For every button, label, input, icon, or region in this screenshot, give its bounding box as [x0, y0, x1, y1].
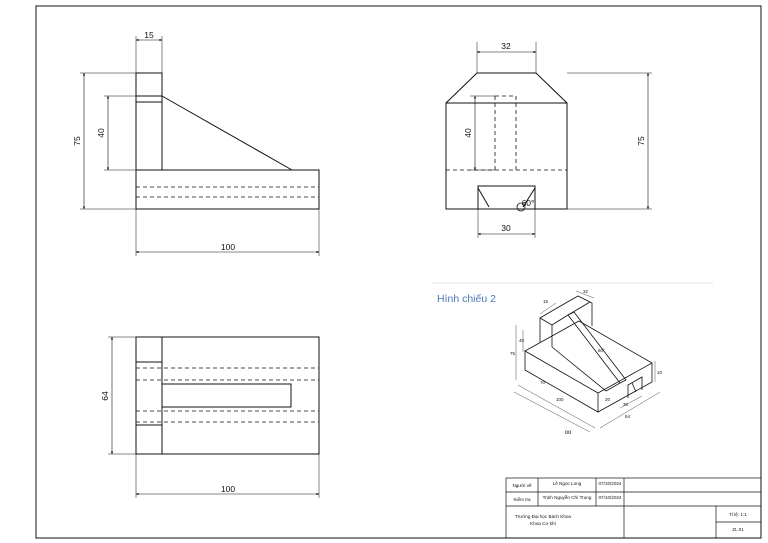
title-block	[505, 477, 762, 539]
iso-dim-label: 60°	[598, 348, 605, 353]
iso-dim-label: 100	[556, 397, 564, 402]
iso-dim-label: 70	[540, 380, 546, 385]
top-dim-100: 100	[221, 484, 235, 494]
side-dim-32: 32	[501, 41, 511, 51]
side-outline	[445, 72, 568, 210]
front-dim-15: 15	[144, 30, 154, 40]
side-dim-75: 75	[636, 136, 646, 146]
tb-drawn-name: Lê Ngọc Long	[553, 481, 582, 486]
tb-drawn-date: 07/10/2024	[599, 481, 622, 486]
side-slot	[477, 185, 536, 209]
iso-drawing	[524, 295, 653, 413]
sheet-border	[35, 5, 762, 539]
tb-sheet-no: ZL 01	[732, 527, 744, 532]
front-upright	[135, 72, 163, 171]
tb-school: Trường Đại học Bách Khoa	[515, 514, 571, 519]
front-base	[135, 169, 320, 210]
iso-dims	[513, 290, 661, 433]
iso-dim-label: 75	[510, 351, 516, 356]
top-view	[108, 336, 320, 498]
iso-caption: oo	[565, 430, 572, 436]
top-slot	[161, 383, 292, 408]
iso-dim-label: 32	[583, 289, 589, 294]
iso-upright	[539, 295, 593, 342]
side-dim-40: 40	[463, 128, 473, 138]
iso-dim-label: 40	[519, 338, 525, 343]
iso-dim-label: 15	[543, 299, 549, 304]
iso-rib	[551, 314, 621, 392]
tb-faculty: Khoa Cơ khí	[530, 521, 556, 526]
tb-checked-label: Kiểm tra	[513, 496, 531, 502]
iso-inset: Hình chiếu 2 15	[432, 282, 713, 441]
tb-checked-name: Trịnh Nguyễn Chí Trung	[543, 494, 592, 500]
iso-slot	[627, 376, 643, 398]
side-view	[445, 42, 652, 238]
top-dim-64: 64	[100, 391, 110, 401]
tb-scale: Tỉ lệ: 1:1	[729, 511, 747, 517]
iso-dim-label: 30	[623, 402, 629, 407]
tb-drawn-label: Người vẽ	[512, 483, 532, 488]
tb-checked-date: 07/10/2024	[599, 495, 622, 500]
front-dim-100: 100	[221, 242, 235, 252]
iso-dim-label: 64	[625, 414, 631, 419]
side-dim-angle: 60°	[522, 198, 535, 208]
iso-title: Hình chiếu 2	[437, 293, 496, 305]
front-rib-edge	[161, 95, 293, 171]
front-dim-40: 40	[96, 128, 106, 138]
front-view	[80, 36, 320, 256]
front-dim-75: 75	[72, 136, 82, 146]
iso-dim-label: 10	[657, 370, 663, 375]
angle-marker	[516, 202, 526, 212]
side-dim-30: 30	[501, 223, 511, 233]
iso-dim-label: 20	[605, 397, 611, 402]
top-outline	[135, 336, 320, 455]
